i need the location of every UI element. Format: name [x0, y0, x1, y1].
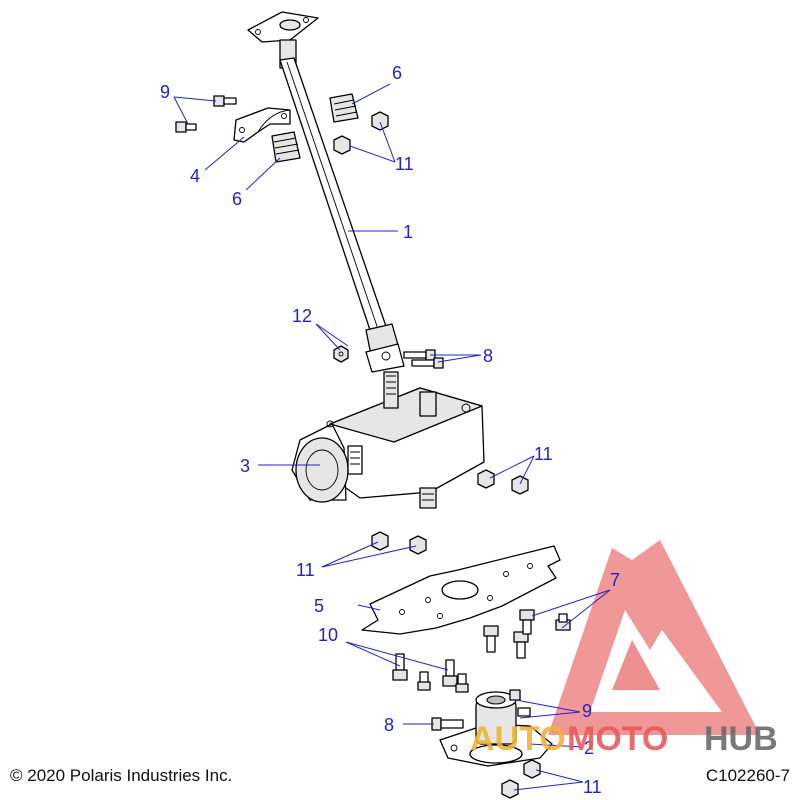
callout-4: 4: [190, 166, 200, 186]
steering-gearbox: [291, 371, 485, 509]
callout-7: 7: [610, 570, 620, 590]
leader-lines: [173, 83, 611, 791]
callout-8-lower: 8: [384, 715, 394, 735]
callout-6-lower: 6: [232, 189, 242, 209]
bushing-lower: [271, 131, 301, 163]
watermark-word-b: MOTO: [567, 720, 668, 758]
bolt-7: [483, 609, 571, 659]
callout-6-upper: 6: [392, 63, 402, 83]
steering-shaft: [247, 11, 405, 373]
bolt-upper: [175, 95, 237, 133]
callout-9-upper: 9: [160, 82, 170, 102]
nut-mid-right: [477, 469, 529, 495]
callout-11-lower: 11: [583, 777, 602, 797]
callout-3: 3: [240, 456, 250, 476]
nut-12: [333, 345, 349, 363]
diagram-code: C102260-7: [705, 766, 790, 785]
callout-1: 1: [403, 222, 413, 242]
bolt-9-lower: [509, 689, 531, 717]
bolt-8-lower: [431, 717, 464, 731]
callout-8-upper: 8: [483, 346, 493, 366]
callout-11-mid-right: 11: [534, 444, 553, 464]
clamp-bracket: [233, 107, 291, 143]
callout-12: 12: [292, 306, 312, 326]
watermark-logo: [548, 540, 760, 735]
copyright-notice: © 2020 Polaris Industries Inc.: [10, 766, 233, 785]
nut-upper: [333, 111, 389, 155]
callout-2: 2: [584, 738, 594, 758]
bolt-10: [392, 653, 469, 693]
bushing-upper: [329, 93, 359, 123]
callout-5: 5: [314, 596, 324, 616]
callout-11-upper: 11: [395, 154, 414, 174]
callout-9-lower: 9: [582, 701, 592, 721]
watermark-word-c: HUB: [704, 720, 778, 758]
mounting-plate: [361, 545, 561, 635]
watermark-wordmark: AUTO MOTO HUB: [470, 720, 778, 758]
bolt-8-upper: [403, 349, 444, 369]
callout-11-mid-left: 11: [296, 560, 315, 580]
callout-10: 10: [318, 625, 338, 645]
nut-mid-left: [371, 531, 427, 555]
callout-labels: 1 2 3 4 5 6 6 7 8 8 9 9 10 11 11 11 11 1…: [160, 63, 620, 797]
pinion-housing: [439, 691, 553, 767]
nut-lower: [501, 759, 541, 799]
watermark-word-a: AUTO: [470, 720, 566, 758]
